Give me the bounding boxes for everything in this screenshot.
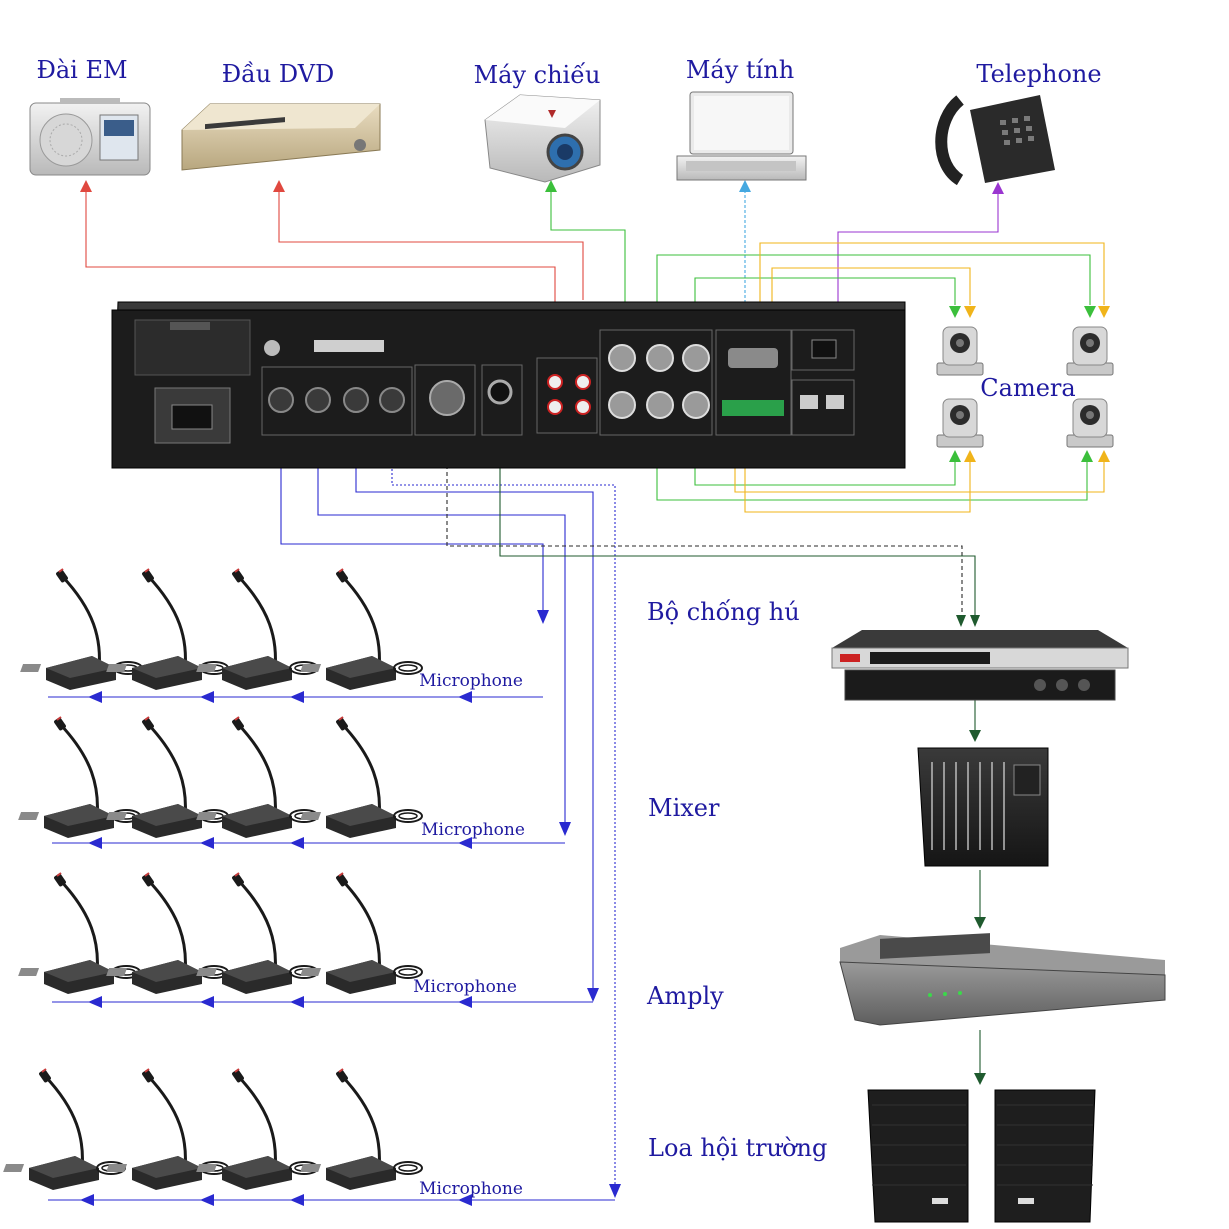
- connection-lines: [48, 190, 1105, 1201]
- microphone-row-3: [16, 871, 424, 996]
- microphone-row-1: [18, 567, 424, 692]
- feedback-suppressor-label: Bộ chống hú: [647, 598, 800, 626]
- microphone-row-3-label: Microphone: [413, 977, 517, 997]
- projector-device: [484, 94, 601, 183]
- amplifier-label: Amply: [646, 982, 724, 1010]
- projector-label: Máy chiếu: [474, 61, 601, 89]
- microphone-row-2-label: Microphone: [421, 820, 525, 840]
- microphone-row-4-label: Microphone: [419, 1179, 523, 1199]
- dvd-label: Đầu DVD: [222, 60, 335, 88]
- speaker-left: [867, 1089, 969, 1223]
- telephone-label: Telephone: [976, 60, 1101, 88]
- microphone-row-1-label: Microphone: [419, 671, 523, 691]
- speaker-right: [994, 1089, 1096, 1223]
- radio-label: Đài EM: [36, 56, 127, 84]
- central-control-unit: [111, 301, 906, 469]
- amplifier-device: [839, 933, 1166, 1026]
- camera-label: Camera: [980, 374, 1075, 402]
- speakers-label: Loa hội trường: [648, 1134, 827, 1162]
- radio-device: [29, 98, 151, 176]
- telephone-device: [935, 95, 1055, 186]
- dvd-player-device: [181, 103, 381, 171]
- arrowheads: [80, 180, 1110, 1206]
- microphone-row-2: [16, 715, 424, 840]
- microphone-row-4: [1, 1067, 424, 1192]
- laptop-device: [676, 91, 807, 181]
- feedback-suppressor-device: [831, 630, 1129, 701]
- mixer-device: [917, 747, 1049, 867]
- mixer-label: Mixer: [648, 794, 720, 822]
- laptop-label: Máy tính: [686, 56, 794, 84]
